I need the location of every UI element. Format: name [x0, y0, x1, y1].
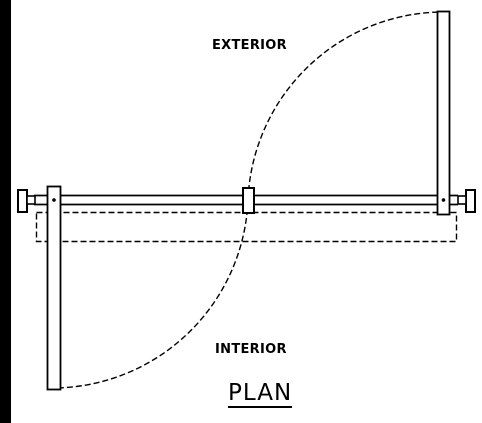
exterior-label: EXTERIOR: [212, 38, 287, 53]
plan-title: PLAN: [228, 380, 293, 408]
left-door-leaf: [46, 185, 62, 391]
threshold-dashed: [35, 211, 458, 243]
right-door-leaf: [436, 10, 451, 216]
right-hinge-bracket: [457, 189, 476, 213]
interior-label: INTERIOR: [215, 342, 287, 357]
left-pivot-dot: [52, 198, 56, 202]
left-door-swing-arc: [51, 199, 249, 389]
right-pivot-dot: [441, 198, 446, 202]
left-edge-bar: [0, 0, 11, 423]
right-door-swing-arc: [247, 11, 444, 201]
center-stile: [242, 187, 255, 214]
left-hinge-bracket: [17, 189, 36, 213]
